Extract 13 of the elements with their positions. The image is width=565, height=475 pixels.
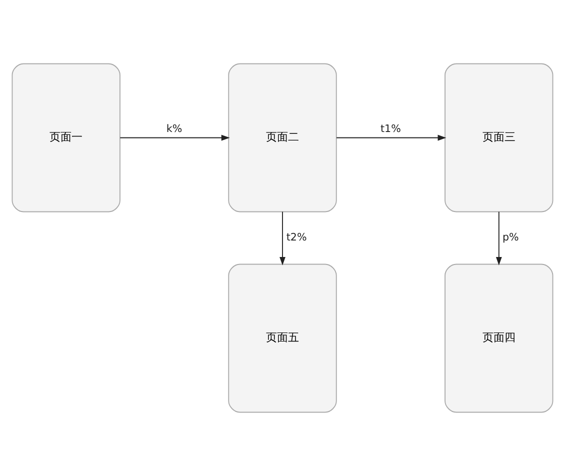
edge-label: t1% [380, 122, 401, 134]
node-box: 页面五 [228, 263, 337, 412]
arrow [496, 210, 502, 265]
arrow [336, 134, 446, 140]
node-box: 页面四 [444, 263, 554, 412]
arrow [120, 134, 230, 140]
edge-label: p% [502, 231, 519, 244]
node-box: 页面一 [12, 62, 120, 212]
edge-label: t2% [286, 231, 307, 244]
node-box: 页面二 [228, 62, 337, 212]
node-box: 页面三 [444, 62, 554, 212]
edge-label: k% [166, 122, 182, 134]
arrow [280, 210, 286, 265]
